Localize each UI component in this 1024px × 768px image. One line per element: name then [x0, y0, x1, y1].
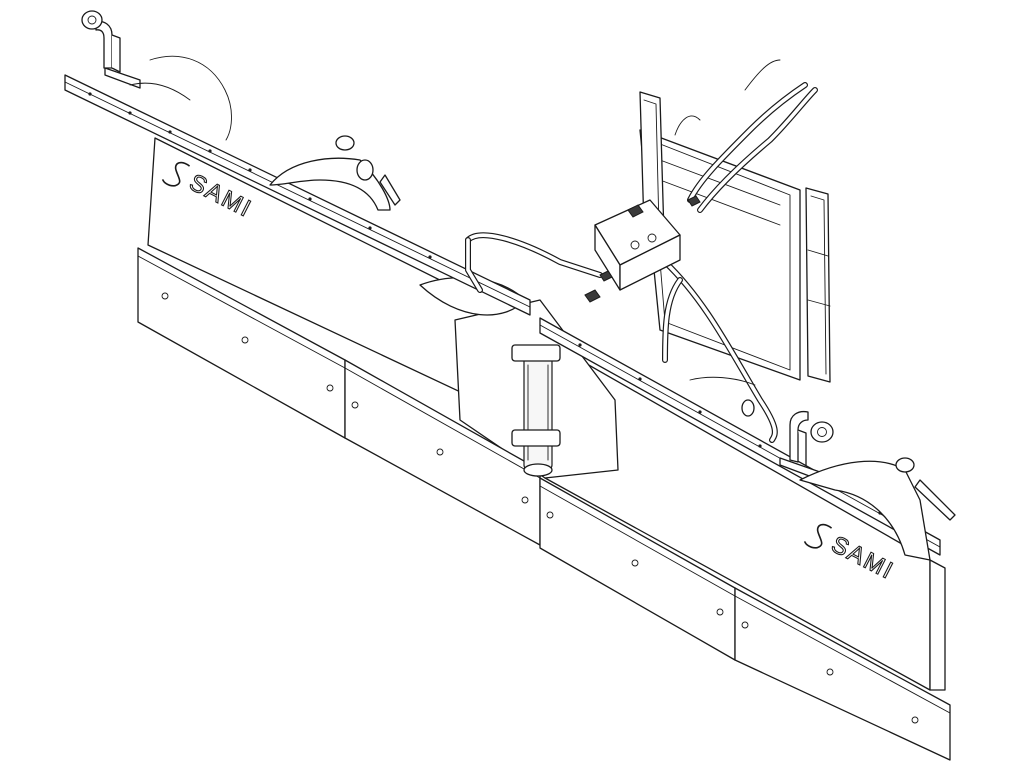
left-light-icon: [81, 10, 103, 30]
right-pivot-bolt-icon: [895, 457, 915, 473]
cutting-edge-right: [734, 587, 951, 761]
right-top-beam: [539, 317, 941, 556]
left-pivot-bolt-icon: [335, 135, 355, 151]
hydraulic-hoses: [465, 59, 818, 443]
pivot-cylinder: [511, 344, 561, 477]
hydraulic-valve-block: [584, 195, 701, 303]
mount-frame: [639, 91, 831, 383]
right-light-assembly: [779, 410, 834, 481]
sami-s-logo-icon: [803, 523, 833, 549]
left-top-beam: [64, 74, 531, 316]
left-light-assembly: [81, 10, 191, 101]
sami-s-logo-icon: [161, 161, 191, 187]
right-light-icon: [810, 421, 834, 443]
right-mount-plate: [805, 187, 831, 383]
